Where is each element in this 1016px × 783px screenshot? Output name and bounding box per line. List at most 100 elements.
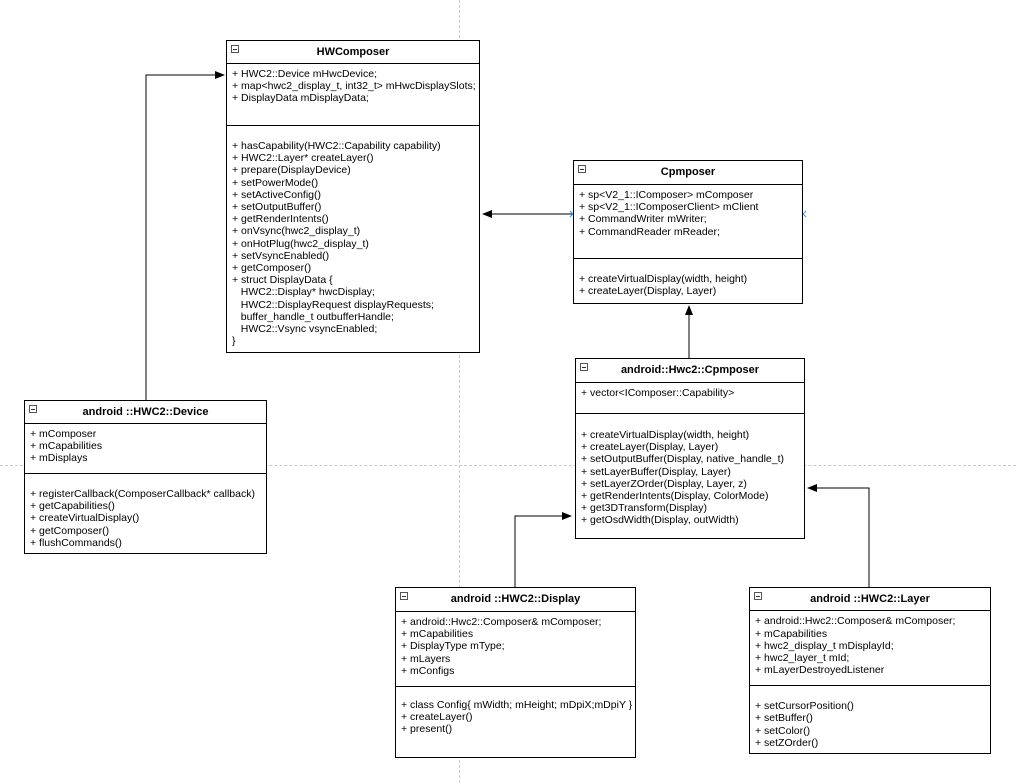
attributes-section: + vector<IComposer::Capability> <box>576 383 804 414</box>
attribute-line: + mCapabilities <box>30 440 103 453</box>
attributes-section: + mComposer+ mCapabilities+ mDisplays <box>25 424 266 474</box>
edge-layer-to-hwc2cpmposer[interactable] <box>807 484 870 587</box>
attribute-line: + CommandReader mReader; <box>579 225 720 238</box>
method-line: + getComposer() <box>30 524 110 537</box>
attribute-line: + hwc2_layer_t mId; <box>755 651 850 664</box>
method-line: + getOsdWidth(Display, outWidth) <box>581 514 739 527</box>
methods-section: + createVirtualDisplay(width, height)+ c… <box>576 414 804 531</box>
method-line: + setBuffer() <box>755 712 813 725</box>
class-hwc2-layer[interactable]: android ::HWC2::Layer + android::Hwc2::C… <box>749 587 991 754</box>
collapse-icon[interactable] <box>578 165 586 173</box>
method-line: + class Config{ mWidth; mHeight; mDpiX;m… <box>401 699 633 711</box>
method-line: + HWC2::Layer* createLayer() <box>232 152 374 165</box>
attributes-section: + android::Hwc2::Composer& mComposer;+ m… <box>396 612 635 687</box>
class-name: android ::HWC2::Layer <box>810 593 930 605</box>
class-header[interactable]: android ::HWC2::Device <box>25 401 266 424</box>
method-line: + getRenderIntents(Display, ColorMode) <box>581 490 769 503</box>
class-name: android::Hwc2::Cpmposer <box>620 364 760 376</box>
attribute-line: + sp<V2_1::IComposerClient> mClient <box>579 201 759 214</box>
attributes-section: + HWC2::Device mHwcDevice;+ map<hwc2_dis… <box>227 64 479 126</box>
methods-section: + setCursorPosition()+ setBuffer()+ setC… <box>750 686 990 753</box>
method-line: + setOutputBuffer() <box>232 201 322 214</box>
method-line: + setCursorPosition() <box>755 700 854 713</box>
class-header[interactable]: android ::HWC2::Layer <box>750 588 990 612</box>
attribute-line: + vector<IComposer::Capability> <box>581 387 735 399</box>
class-header[interactable]: Cpmposer <box>574 161 802 185</box>
method-line: HWC2::Display* hwcDisplay; <box>232 286 375 299</box>
method-line: HWC2::Vsync vsyncEnabled; <box>232 323 378 336</box>
methods-section: + registerCallback(ComposerCallback* cal… <box>25 474 266 553</box>
attribute-line: + mDisplays <box>30 452 88 465</box>
method-line: + setLayerBuffer(Display, Layer) <box>581 465 731 478</box>
methods-section: + createVirtualDisplay(width, height)+ c… <box>574 259 802 301</box>
method-line: + createVirtualDisplay(width, height) <box>579 273 748 285</box>
method-line: + setPowerMode() <box>232 176 319 189</box>
method-line: HWC2::DisplayRequest displayRequests; <box>232 298 434 311</box>
attribute-line: + mConfigs <box>401 664 455 677</box>
method-line: + createLayer(Display, Layer) <box>579 285 717 298</box>
method-line: + createLayer() <box>401 711 473 724</box>
collapse-icon[interactable] <box>754 592 762 600</box>
collapse-icon[interactable] <box>400 592 408 600</box>
attribute-line: + mCapabilities <box>755 627 828 640</box>
class-name: android ::HWC2::Display <box>450 593 581 605</box>
method-line: + createVirtualDisplay(width, height) <box>581 429 750 441</box>
class-header[interactable]: android ::HWC2::Display <box>396 588 635 612</box>
method-line: + createVirtualDisplay() <box>30 512 140 525</box>
attribute-line: + mLayerDestroyedListener <box>755 664 885 677</box>
horizontal-guide-line <box>0 465 1016 466</box>
attribute-line: + map<hwc2_display_t, int32_t> mHwcDispl… <box>232 80 476 93</box>
method-line: + setActiveConfig() <box>232 188 321 201</box>
methods-section: + hasCapability(HWC2::Capability capabil… <box>227 126 479 351</box>
method-line: buffer_handle_t outbufferHandle; <box>232 310 394 323</box>
method-line: + setZOrder() <box>755 736 819 749</box>
method-line: + hasCapability(HWC2::Capability capabil… <box>232 140 441 152</box>
method-line: + registerCallback(ComposerCallback* cal… <box>30 487 255 500</box>
class-hwc2-display[interactable]: android ::HWC2::Display + android::Hwc2:… <box>395 587 636 758</box>
class-hwcomposer[interactable]: HWComposer + HWC2::Device mHwcDevice;+ m… <box>226 40 480 353</box>
attribute-line: + mLayers <box>401 652 451 665</box>
vertical-guide-line <box>459 0 460 783</box>
attribute-line: + sp<V2_1::IComposer> mComposer <box>579 189 754 201</box>
method-line: + setOutputBuffer(Display, native_handle… <box>581 453 785 466</box>
method-line: + setColor() <box>755 724 811 737</box>
collapse-icon[interactable] <box>580 363 588 371</box>
attribute-line: + mComposer <box>30 428 97 440</box>
method-line: + get3DTransform(Display) <box>581 502 707 515</box>
method-line: } <box>232 335 236 348</box>
method-line: + onHotPlug(hwc2_display_t) <box>232 237 369 250</box>
class-hwc2-cpmposer[interactable]: android::Hwc2::Cpmposer + vector<ICompos… <box>575 358 805 539</box>
method-line: + flushCommands() <box>30 536 122 549</box>
attribute-line: + DisplayType mType; <box>401 640 505 653</box>
attributes-section: + android::Hwc2::Composer& mComposer;+ m… <box>750 611 990 687</box>
class-name: android ::HWC2::Device <box>82 406 209 418</box>
collapse-icon[interactable] <box>231 45 239 53</box>
method-line: + getRenderIntents() <box>232 213 329 226</box>
class-header[interactable]: android::Hwc2::Cpmposer <box>576 359 804 383</box>
method-line: + struct DisplayData { <box>232 274 333 287</box>
methods-section: + class Config{ mWidth; mHeight; mDpiX;m… <box>396 687 635 740</box>
attribute-line: + mCapabilities <box>401 628 474 641</box>
class-header[interactable]: HWComposer <box>227 41 479 64</box>
attribute-line: + HWC2::Device mHwcDevice; <box>232 68 377 80</box>
method-line: + getCapabilities() <box>30 500 115 513</box>
method-line: + createLayer(Display, Layer) <box>581 441 719 454</box>
method-line: + present() <box>401 723 453 736</box>
class-hwc2-device[interactable]: android ::HWC2::Device + mComposer+ mCap… <box>24 400 267 554</box>
attribute-line: + android::Hwc2::Composer& mComposer; <box>401 616 602 628</box>
edge-device-to-hwcomposer[interactable] <box>145 71 225 400</box>
method-line: + setLayerZOrder(Display, Layer, z) <box>581 477 747 490</box>
edge-display-to-hwc2cpmposer[interactable] <box>514 512 572 587</box>
attribute-line: + DisplayData mDisplayData; <box>232 92 369 105</box>
collapse-icon[interactable] <box>29 405 37 413</box>
attribute-line: + hwc2_display_t mDisplayId; <box>755 639 894 652</box>
method-line: + setVsyncEnabled() <box>232 249 330 262</box>
attribute-line: + android::Hwc2::Composer& mComposer; <box>755 615 956 628</box>
attribute-line: + CommandWriter mWriter; <box>579 213 707 226</box>
class-cpmposer[interactable]: Cpmposer + sp<V2_1::IComposer> mComposer… <box>573 160 803 304</box>
class-name: Cpmposer <box>660 166 716 178</box>
method-line: + getComposer() <box>232 262 312 275</box>
attributes-section: + sp<V2_1::IComposer> mComposer+ sp<V2_1… <box>574 185 802 259</box>
method-line: + prepare(DisplayDevice) <box>232 164 351 177</box>
